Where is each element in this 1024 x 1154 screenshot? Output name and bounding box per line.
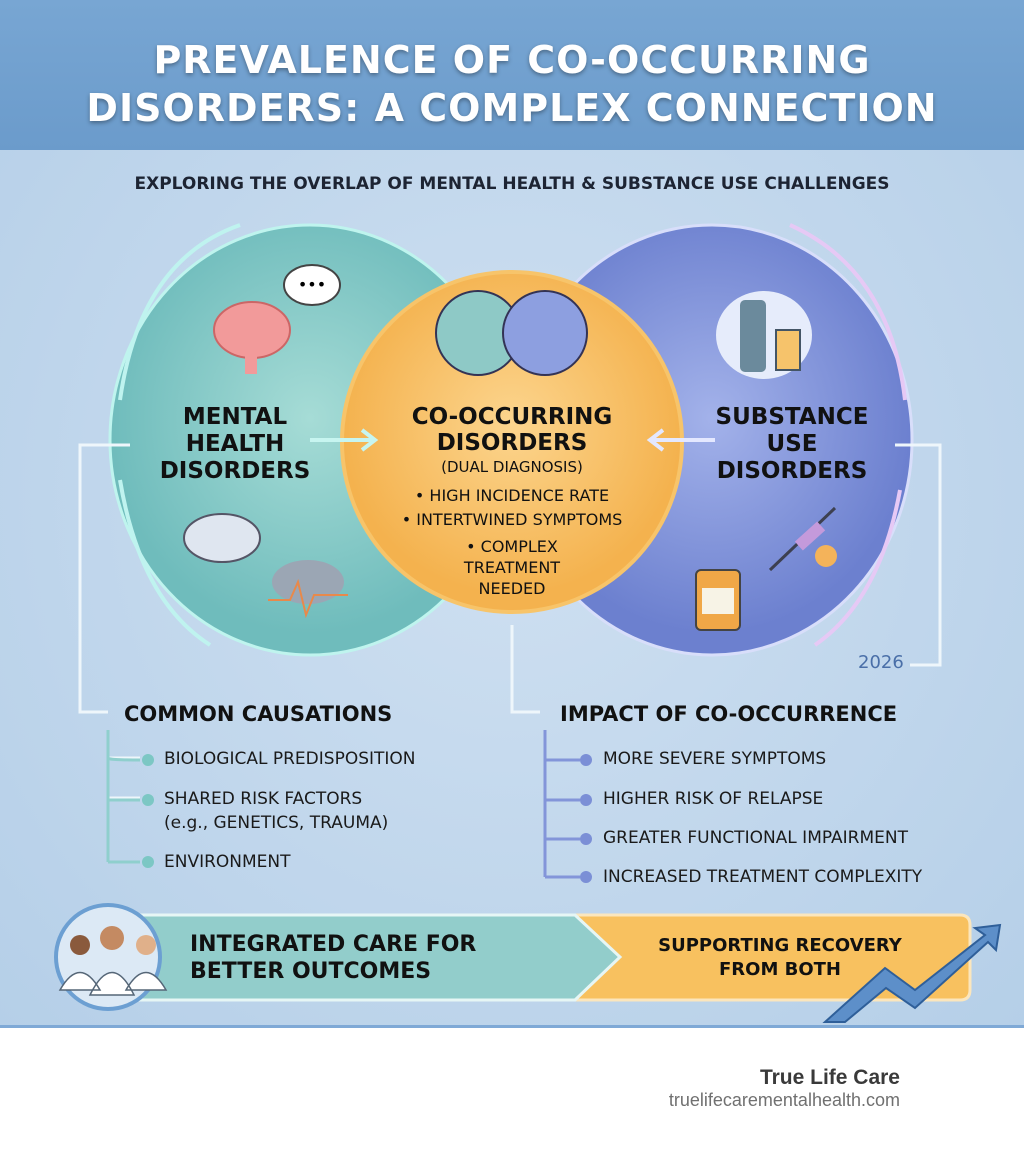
causation-item: BIOLOGICAL PREDISPOSITION	[164, 749, 416, 769]
venn-diagram: •••	[54, 223, 1002, 1023]
label-line: SUBSTANCE	[715, 404, 869, 430]
sad-cloud-icon	[183, 513, 261, 563]
banner-line: BETTER OUTCOMES	[190, 959, 432, 984]
cycle-arrow-left-lower	[118, 479, 212, 647]
syringe-icon	[768, 506, 837, 572]
integrated-care-text: INTEGRATED CARE FOR BETTER OUTCOMES	[190, 931, 476, 985]
causation-item: ENVIRONMENT	[164, 852, 291, 872]
causations-tree	[106, 730, 141, 864]
arrow-into-center-left	[310, 428, 379, 452]
label-line: DISORDERS	[436, 430, 588, 456]
supporting-recovery-text: SUPPORTING RECOVERY FROM BOTH	[620, 934, 940, 982]
bullet: TREATMENT	[463, 558, 561, 577]
bullet-dot	[142, 754, 154, 766]
title-line-2: DISORDERS: A COMPLEX CONNECTION	[86, 86, 938, 130]
bullet: • INTERTWINED SYMPTOMS	[401, 510, 623, 529]
bullet-dot	[580, 754, 592, 766]
causations-heading: COMMON CAUSATIONS	[124, 702, 393, 726]
impact-heading: IMPACT OF CO-OCCURRENCE	[560, 702, 898, 726]
banner-line: FROM BOTH	[718, 959, 841, 980]
year-label: 2026	[858, 652, 904, 673]
bullet-dot	[142, 856, 154, 868]
bullet: • HIGH INCIDENCE RATE	[414, 486, 610, 505]
bottle-glass-icon	[716, 291, 812, 379]
substance-use-label: SUBSTANCE USE DISORDERS	[692, 404, 892, 485]
page-title: PREVALENCE OF CO-OCCURRING DISORDERS: A …	[0, 36, 1024, 132]
center-bullets: • HIGH INCIDENCE RATE • INTERTWINED SYMP…	[362, 484, 662, 599]
title-line-1: PREVALENCE OF CO-OCCURRING	[153, 38, 871, 82]
dual-diagnosis-label: (DUAL DIAGNOSIS)	[441, 458, 583, 476]
footer-brand: True Life Care	[759, 1066, 900, 1089]
subtitle: EXPLORING THE OVERLAP OF MENTAL HEALTH &…	[134, 174, 890, 194]
label-line: CO-OCCURRING	[411, 404, 613, 430]
label-line: MENTAL	[182, 404, 288, 430]
impact-item: INCREASED TREATMENT COMPLEXITY	[603, 867, 923, 887]
arrow-into-center-right	[646, 428, 715, 452]
causation-item: SHARED RISK FACTORS	[164, 789, 363, 809]
impact-item: GREATER FUNCTIONAL IMPAIRMENT	[603, 828, 908, 848]
cycle-arrow-right	[789, 223, 907, 401]
bullet-dot	[580, 833, 592, 845]
impact-tree	[543, 730, 580, 879]
growth-arrow-icon	[822, 923, 1002, 1023]
mental-health-label: MENTAL HEALTH DISORDERS	[140, 404, 330, 485]
label-line: DISORDERS	[159, 458, 311, 484]
impact-item: HIGHER RISK OF RELAPSE	[603, 789, 824, 809]
label-line: USE	[766, 431, 818, 457]
bullet: NEEDED	[478, 579, 546, 598]
thought-bubble-icon: •••	[283, 264, 341, 306]
storm-heartbeat-icon	[268, 560, 348, 619]
causation-item-detail: (e.g., GENETICS, TRAUMA)	[164, 813, 389, 833]
co-occurring-label: CO-OCCURRING DISORDERS (DUAL DIAGNOSIS) …	[362, 404, 662, 599]
banner-right-panel	[566, 913, 972, 1002]
impact-connector	[510, 443, 942, 714]
bullet-dot	[580, 871, 592, 883]
brain-icon	[213, 301, 291, 374]
doctors-icon	[58, 926, 168, 996]
footer-url[interactable]: truelifecarementalhealth.com	[668, 1090, 900, 1110]
bullet-dot	[580, 794, 592, 806]
label-line: HEALTH	[185, 431, 285, 457]
svg-text:•••: •••	[298, 275, 326, 294]
pill-bottle-icon	[695, 569, 741, 631]
venn-brain-pills-icon	[435, 290, 588, 376]
header-band	[0, 0, 1024, 150]
impact-item: MORE SEVERE SYMPTOMS	[603, 749, 827, 769]
cycle-arrow-left	[118, 223, 241, 401]
cycle-arrow-right-lower	[813, 489, 902, 647]
banner-line: SUPPORTING RECOVERY	[658, 935, 902, 956]
bullet: • COMPLEX	[466, 537, 558, 556]
bullet-dot	[142, 794, 154, 806]
label-line: DISORDERS	[716, 458, 868, 484]
banner-line: INTEGRATED CARE FOR	[190, 932, 477, 957]
